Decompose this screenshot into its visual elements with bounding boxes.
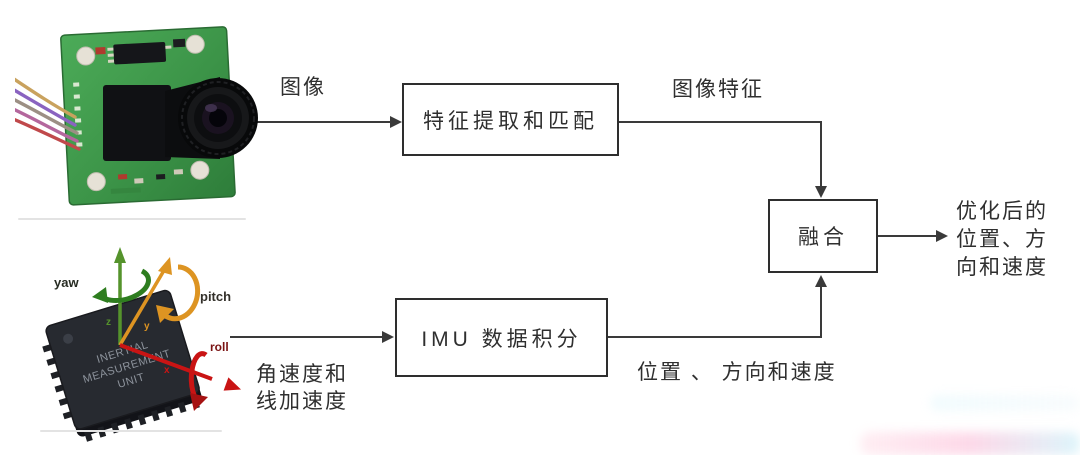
camera-wires xyxy=(15,77,81,151)
imu-chip-body xyxy=(45,289,200,430)
arrowhead-into-fusion-bottom xyxy=(815,275,827,287)
imu-pin1-dot xyxy=(63,333,74,344)
imu-integration-box: IMU 数据积分 xyxy=(395,298,608,377)
roll-label: roll xyxy=(210,340,229,354)
pitch-label: pitch xyxy=(200,289,231,304)
fusion-label: 融合 xyxy=(798,226,848,249)
axis-x-label: x xyxy=(164,365,170,376)
arrowhead-into-integration xyxy=(382,331,394,343)
faint-watermark-smear xyxy=(860,432,1080,455)
image-features-edge-label: 图像特征 xyxy=(672,78,764,101)
imu-integration-label: IMU 数据积分 xyxy=(421,327,582,351)
image-edge-label: 图像 xyxy=(280,76,326,99)
camera-sensor-housing xyxy=(103,85,171,161)
final-output-line2: 位置、方 xyxy=(956,228,1048,251)
fusion-box: 融合 xyxy=(768,199,878,273)
feature-extraction-label: 特征提取和匹配 xyxy=(423,109,598,133)
pitch-axis xyxy=(118,257,201,346)
camera-photo-shadow xyxy=(18,218,246,220)
arrowhead-output xyxy=(936,230,948,242)
imu-input-line1: 角速度和 xyxy=(256,363,348,386)
pcb-ic-chip xyxy=(113,41,167,65)
imu-output-edge-label: 位置 、 方向和速度 xyxy=(637,361,837,384)
pcb-hole xyxy=(76,46,96,66)
pcb-component xyxy=(95,46,106,55)
arrowhead-into-feature xyxy=(390,116,402,128)
yaw-axis xyxy=(92,247,151,345)
pcb-hole xyxy=(86,172,106,192)
pcb-hole xyxy=(190,160,210,180)
camera-module-photo xyxy=(15,26,258,206)
imu-input-edge-label: 角速度和 线加速度 xyxy=(256,361,348,415)
connector-integration-to-fusion xyxy=(608,287,822,338)
faint-smear xyxy=(930,395,1080,411)
arrowhead-into-fusion-top xyxy=(815,186,827,198)
camera-lens-front xyxy=(178,78,258,158)
yaw-label: yaw xyxy=(54,275,79,290)
imu-chip-photo: INERTIAL MEASUREMENT UNIT yaw xyxy=(42,247,242,442)
pcb-hole xyxy=(185,34,205,54)
imu-input-line2: 线加速度 xyxy=(256,390,348,413)
connector-feature-to-fusion xyxy=(619,121,822,186)
final-output-line1: 优化后的 xyxy=(956,200,1048,223)
pcb-component xyxy=(172,38,186,48)
axis-z-label: z xyxy=(106,317,111,328)
roll-axis xyxy=(119,343,242,411)
imu-photo-shadow xyxy=(40,430,222,432)
axis-y-label: y xyxy=(144,321,150,332)
final-output-label: 优化后的 位置、方 向和速度 xyxy=(956,198,1048,282)
feature-extraction-box: 特征提取和匹配 xyxy=(402,83,619,156)
final-output-line3: 向和速度 xyxy=(956,256,1048,279)
